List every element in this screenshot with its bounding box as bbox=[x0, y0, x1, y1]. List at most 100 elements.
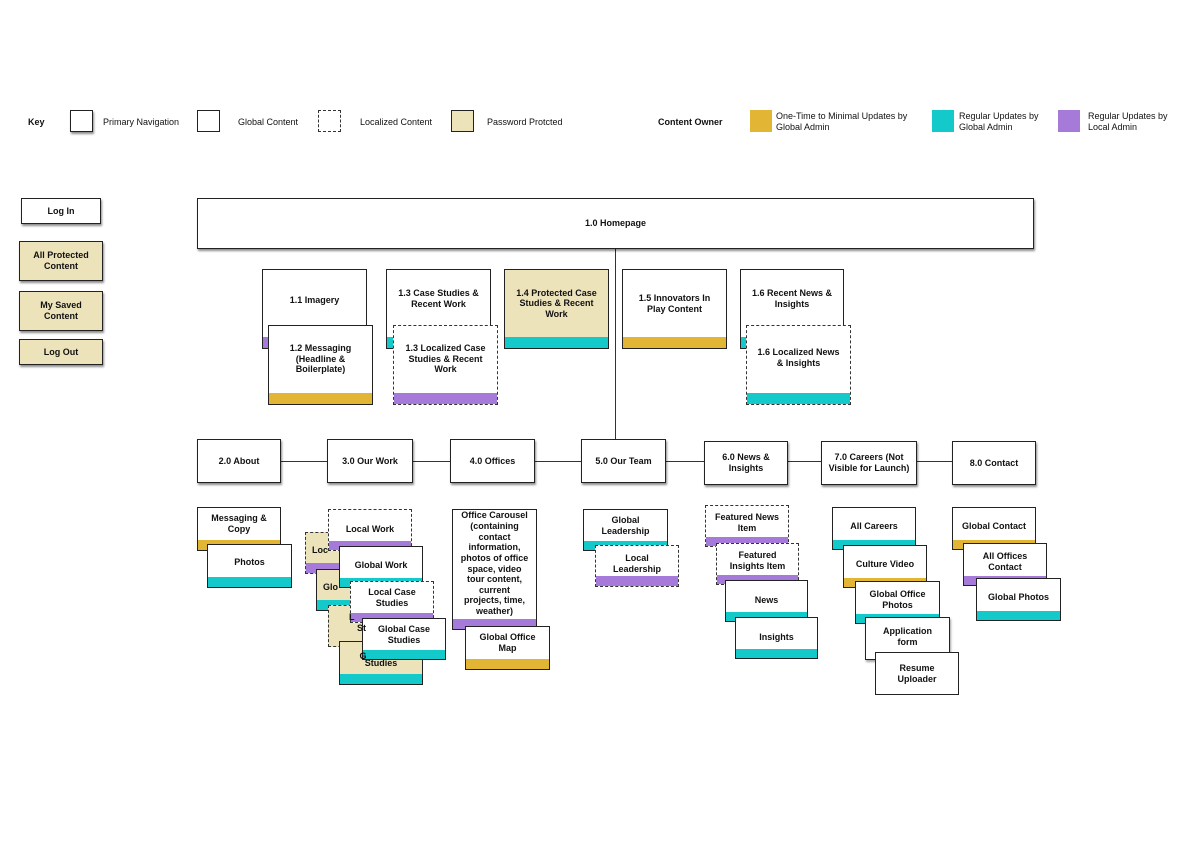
back-label: Loc bbox=[312, 544, 329, 555]
news-box: News bbox=[725, 580, 808, 622]
all-careers-label: All Careers bbox=[850, 521, 898, 532]
owner-bar bbox=[717, 575, 798, 584]
nav-contact-label: 8.0 Contact bbox=[969, 457, 1019, 468]
featured-insights-box: Featured Insights Item bbox=[716, 543, 799, 585]
global-leadership-label: Global Leadership bbox=[601, 515, 650, 536]
owner-gold-label: One-Time to Minimal Updates by Global Ad… bbox=[776, 111, 908, 132]
localized-content-swatch bbox=[318, 110, 341, 132]
innovators-box: 1.5 Innovators In Play Content bbox=[622, 269, 727, 349]
nav-about-label: 2.0 About bbox=[218, 455, 260, 466]
local-work-label: Local Work bbox=[345, 523, 395, 534]
messaging-copy-label: Messaging & Copy bbox=[211, 513, 267, 534]
protected-case-studies-box: 1.4 Protected Case Studies & Recent Work bbox=[504, 269, 609, 349]
local-leadership-box: Local Leadership bbox=[595, 545, 679, 587]
featured-news-box: Featured News Item bbox=[705, 505, 789, 547]
log-in-label: Log In bbox=[47, 205, 75, 216]
localized-news-box: 1.6 Localized News & Insights bbox=[746, 325, 851, 405]
resume-uploader-label: Resume Uploader bbox=[897, 662, 937, 684]
global-content-swatch bbox=[197, 110, 220, 132]
global-office-photos-label: Global Office Photos bbox=[869, 588, 926, 610]
primary-navigation-label: Primary Navigation bbox=[103, 117, 180, 127]
owner-purple-swatch bbox=[1058, 110, 1080, 132]
homepage-label: 1.0 Homepage bbox=[584, 218, 647, 229]
messaging-box: 1.2 Messaging (Headline & Boilerplate) bbox=[268, 325, 373, 405]
owner-bar bbox=[363, 650, 445, 659]
global-content-label: Global Content bbox=[238, 117, 299, 127]
featured-news-label: Featured News Item bbox=[714, 512, 780, 533]
nav-careers[interactable]: 7.0 Careers (Not Visible for Launch) bbox=[821, 441, 917, 485]
all-protected-label: All Protected Content bbox=[33, 250, 89, 271]
global-case-studies-label: Global Case Studies bbox=[377, 624, 431, 645]
nav-careers-label: 7.0 Careers (Not Visible for Launch) bbox=[828, 452, 910, 473]
key-title: Key bbox=[28, 117, 45, 127]
owner-bar bbox=[505, 337, 608, 348]
owner-bar bbox=[726, 612, 807, 621]
nav-our-work-label: 3.0 Our Work bbox=[342, 455, 398, 466]
global-office-map-label: Global Office Map bbox=[479, 632, 536, 653]
nav-our-work[interactable]: 3.0 Our Work bbox=[327, 439, 413, 483]
localized-content-label: Localized Content bbox=[360, 117, 433, 127]
nav-offices-label: 4.0 Offices bbox=[469, 455, 516, 466]
owner-purple-label: Regular Updates by Local Admin bbox=[1088, 111, 1168, 132]
global-photos-label: Global Photos bbox=[987, 592, 1049, 603]
back-label-2: Studies bbox=[364, 658, 398, 668]
back-label: L bbox=[349, 612, 355, 622]
owner-bar bbox=[351, 613, 433, 622]
owner-bar bbox=[706, 537, 788, 546]
homepage-box[interactable]: 1.0 Homepage bbox=[197, 198, 1034, 249]
my-saved-content-button[interactable]: My Saved Content bbox=[19, 291, 103, 331]
recent-news-label: 1.6 Recent News & Insights bbox=[751, 288, 833, 309]
case-studies-label: 1.3 Case Studies & Recent Work bbox=[398, 288, 479, 309]
localized-case-studies-label: 1.3 Localized Case Studies & Recent Work bbox=[405, 343, 486, 375]
owner-bar bbox=[340, 674, 422, 684]
local-work-box: Local Work bbox=[328, 509, 412, 551]
nav-news-label: 6.0 News & Insights bbox=[722, 452, 770, 473]
owner-bar bbox=[596, 576, 678, 586]
owner-teal-label: Regular Updates by Global Admin bbox=[959, 111, 1039, 132]
global-photos-box: Global Photos bbox=[976, 578, 1061, 621]
owner-bar bbox=[623, 337, 726, 348]
global-office-map-box: Global Office Map bbox=[465, 626, 550, 670]
global-case-studies-box: Global Case Studies bbox=[362, 618, 446, 660]
log-out-button[interactable]: Log Out bbox=[19, 339, 103, 365]
owner-bar bbox=[306, 563, 364, 573]
insights-box: Insights bbox=[735, 617, 818, 659]
content-owner-title: Content Owner bbox=[658, 117, 723, 127]
photos-label: Photos bbox=[234, 556, 265, 567]
all-careers-box: All Careers bbox=[832, 507, 916, 550]
nav-news-insights[interactable]: 6.0 News & Insights bbox=[704, 441, 788, 485]
my-saved-label: My Saved Content bbox=[40, 300, 82, 321]
back-label: G bbox=[359, 651, 367, 662]
log-in-button[interactable]: Log In bbox=[21, 198, 101, 224]
owner-bar bbox=[747, 393, 850, 404]
localized-news-label: 1.6 Localized News & Insights bbox=[757, 347, 840, 368]
insights-label: Insights bbox=[759, 631, 794, 642]
owner-bar bbox=[329, 541, 411, 550]
owner-bar bbox=[833, 540, 915, 549]
localized-case-studies-box: 1.3 Localized Case Studies & Recent Work bbox=[393, 325, 498, 405]
nav-our-team[interactable]: 5.0 Our Team bbox=[581, 439, 666, 483]
application-form-label: Application form bbox=[883, 625, 932, 647]
featured-insights-label: Featured Insights Item bbox=[729, 550, 786, 571]
nav-contact[interactable]: 8.0 Contact bbox=[952, 441, 1036, 485]
culture-video-label: Culture Video bbox=[855, 559, 915, 570]
owner-gold-swatch bbox=[750, 110, 772, 132]
primary-navigation-swatch bbox=[70, 110, 93, 132]
local-leadership-label: Local Leadership bbox=[612, 553, 661, 574]
all-protected-content-button[interactable]: All Protected Content bbox=[19, 241, 103, 281]
owner-bar bbox=[208, 577, 291, 587]
protected-case-studies-label: 1.4 Protected Case Studies & Recent Work bbox=[516, 287, 597, 319]
password-protected-swatch bbox=[451, 110, 474, 132]
owner-bar bbox=[466, 659, 549, 669]
owner-bar bbox=[453, 619, 536, 629]
messaging-label: 1.2 Messaging (Headline & Boilerplate) bbox=[289, 343, 352, 375]
back-label: Glo bbox=[323, 581, 338, 592]
resume-uploader-box: Resume Uploader bbox=[875, 652, 959, 695]
back-label-2: St bbox=[357, 622, 366, 633]
global-work-label: Global Work bbox=[354, 559, 408, 570]
owner-bar bbox=[269, 393, 372, 404]
nav-our-team-label: 5.0 Our Team bbox=[595, 455, 652, 466]
nav-about[interactable]: 2.0 About bbox=[197, 439, 281, 483]
owner-bar bbox=[736, 649, 817, 658]
nav-offices[interactable]: 4.0 Offices bbox=[450, 439, 535, 483]
